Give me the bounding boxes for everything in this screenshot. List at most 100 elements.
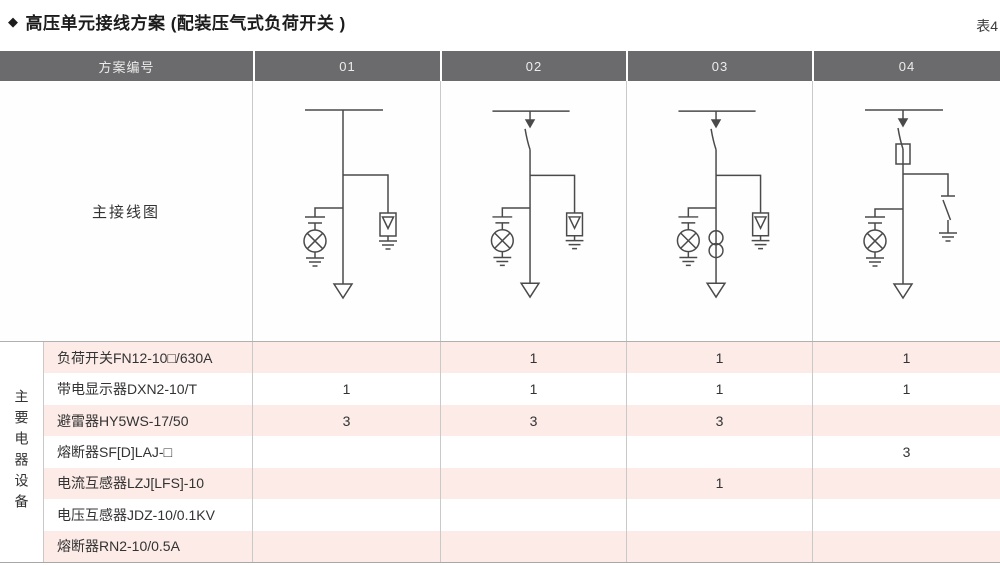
qty-cell: 1 — [342, 381, 351, 398]
ground-icon — [565, 239, 584, 250]
arrester-branch — [530, 174, 576, 213]
surge-arrester-triangle — [753, 216, 768, 231]
equipment-row: 电流互感器LZJ[LFS]-10 1 — [44, 467, 1000, 500]
header-scheme-02: 02 — [440, 51, 626, 81]
qty-cell: 1 — [440, 342, 626, 374]
load-switch-arrow — [710, 119, 722, 129]
page-title: ◆ 高压单元接线方案 (配装压气式负荷开关 ) — [8, 9, 990, 34]
header-scheme-04: 04 — [812, 51, 1000, 81]
capacitive-sensor-icon — [305, 216, 325, 224]
equipment-section: 主要电器设备 负荷开关FN12-10□/630A 1 1 1 带电显示器DXN2… — [0, 342, 1000, 563]
qty-cell — [440, 436, 626, 468]
diagram-row-label: 主接线图 — [0, 81, 253, 341]
ground-icon — [939, 232, 957, 242]
cable-terminal-icon — [332, 283, 354, 300]
wiring-diagram-scheme-02 — [440, 81, 626, 341]
circuit-diagram-02-svg — [490, 110, 584, 299]
qty-cell — [812, 404, 1000, 437]
qty-cell: 1 — [626, 342, 812, 374]
equipment-label: 熔断器RN2-10/0.5A — [44, 530, 253, 562]
qty-cell — [440, 499, 626, 531]
capacitive-sensor-icon — [678, 216, 699, 224]
ground-icon — [493, 256, 512, 267]
qty-cell — [253, 342, 440, 373]
equipment-row: 带电显示器DXN2-10/T 1 1 1 1 — [44, 373, 1000, 405]
equipment-label: 带电显示器DXN2-10/T — [44, 373, 253, 405]
live-display-branch — [501, 207, 531, 217]
equipment-row: 熔断器RN2-10/0.5A — [44, 530, 1000, 562]
ground-icon — [679, 256, 698, 267]
qty-cell — [253, 436, 440, 467]
earthing-switch-branch — [903, 173, 949, 196]
wiring-diagram-row: 主接线图 — [0, 81, 1000, 342]
cable-terminal-icon — [519, 282, 541, 299]
load-switch-arrow — [524, 119, 536, 129]
equipment-label: 负荷开关FN12-10□/630A — [44, 342, 253, 374]
surge-arrester-triangle — [381, 216, 395, 231]
qty-cell — [812, 499, 1000, 531]
qty-cell — [440, 467, 626, 500]
capacitive-sensor-icon — [492, 216, 513, 224]
diamond-bullet-icon: ◆ — [8, 13, 19, 29]
cable-terminal-icon — [705, 282, 727, 299]
ground-icon — [379, 240, 397, 250]
load-switch-blade — [710, 128, 717, 150]
qty-cell: 3 — [626, 404, 812, 437]
earthing-switch-blade — [942, 199, 952, 221]
qty-cell — [253, 468, 440, 499]
fuse-icon — [895, 143, 911, 165]
equipment-label: 电压互感器JDZ-10/0.1KV — [44, 499, 253, 531]
qty-cell — [253, 499, 440, 530]
qty-cell: 1 — [812, 373, 1000, 405]
qty-cell: 1 — [626, 373, 812, 405]
header-scheme-01: 01 — [253, 51, 440, 81]
equipment-row: 负荷开关FN12-10□/630A 1 1 1 — [44, 342, 1000, 374]
circuit-diagram-04-svg — [863, 109, 957, 300]
equipment-row: 避雷器HY5WS-17/50 3 3 3 — [44, 404, 1000, 437]
current-transformer-icon — [708, 230, 724, 246]
qty-cell — [626, 499, 812, 531]
equipment-group-label: 主要电器设备 — [0, 342, 44, 562]
wiring-diagram-scheme-04 — [812, 81, 1000, 341]
qty-cell — [626, 530, 812, 562]
qty-cell: 1 — [812, 342, 1000, 374]
wiring-diagram-scheme-03 — [626, 81, 812, 341]
capacitive-sensor-icon — [865, 216, 885, 224]
ground-icon — [751, 239, 770, 250]
live-display-branch — [314, 207, 343, 217]
header-scheme-col: 方案编号 — [0, 51, 253, 81]
load-switch-arrow — [897, 118, 909, 128]
equipment-label: 避雷器HY5WS-17/50 — [44, 404, 253, 437]
cable-terminal-icon — [892, 283, 914, 300]
equipment-row: 电压互感器JDZ-10/0.1KV — [44, 499, 1000, 531]
qty-cell: 1 — [440, 373, 626, 405]
load-switch-blade — [897, 127, 904, 150]
qty-cell — [812, 530, 1000, 562]
surge-arrester-triangle — [567, 216, 582, 231]
qty-cell: 1 — [626, 467, 812, 500]
qty-cell: 3 — [812, 436, 1000, 468]
arrester-branch — [343, 174, 389, 213]
equipment-label: 电流互感器LZJ[LFS]-10 — [44, 467, 253, 500]
equipment-rows: 负荷开关FN12-10□/630A 1 1 1 带电显示器DXN2-10/T 1… — [44, 342, 1000, 562]
ground-icon — [306, 257, 324, 267]
header-scheme-03: 03 — [626, 51, 812, 81]
current-transformer-icon — [708, 242, 724, 259]
circuit-diagram-01-svg — [303, 109, 397, 300]
equipment-label: 熔断器SF[D]LAJ-□ — [44, 436, 253, 468]
arrester-branch — [716, 174, 762, 213]
qty-cell — [440, 530, 626, 562]
circuit-diagram-03-svg — [676, 110, 770, 299]
qty-cell — [253, 531, 440, 562]
page-title-text: 高压单元接线方案 (配装压气式负荷开关 ) — [25, 14, 346, 33]
live-display-branch — [687, 207, 717, 217]
title-bar: ◆ 高压单元接线方案 (配装压气式负荷开关 ) 表4 — [0, 0, 1000, 51]
equipment-row: 熔断器SF[D]LAJ-□ 3 — [44, 436, 1000, 468]
qty-cell: 3 — [440, 404, 626, 437]
qty-cell: 3 — [342, 412, 351, 429]
qty-cell — [812, 467, 1000, 500]
scheme-table: 方案编号 01 02 03 04 主接线图 — [0, 51, 1000, 563]
load-switch-blade — [524, 128, 531, 150]
wiring-diagram-scheme-01 — [253, 81, 440, 341]
